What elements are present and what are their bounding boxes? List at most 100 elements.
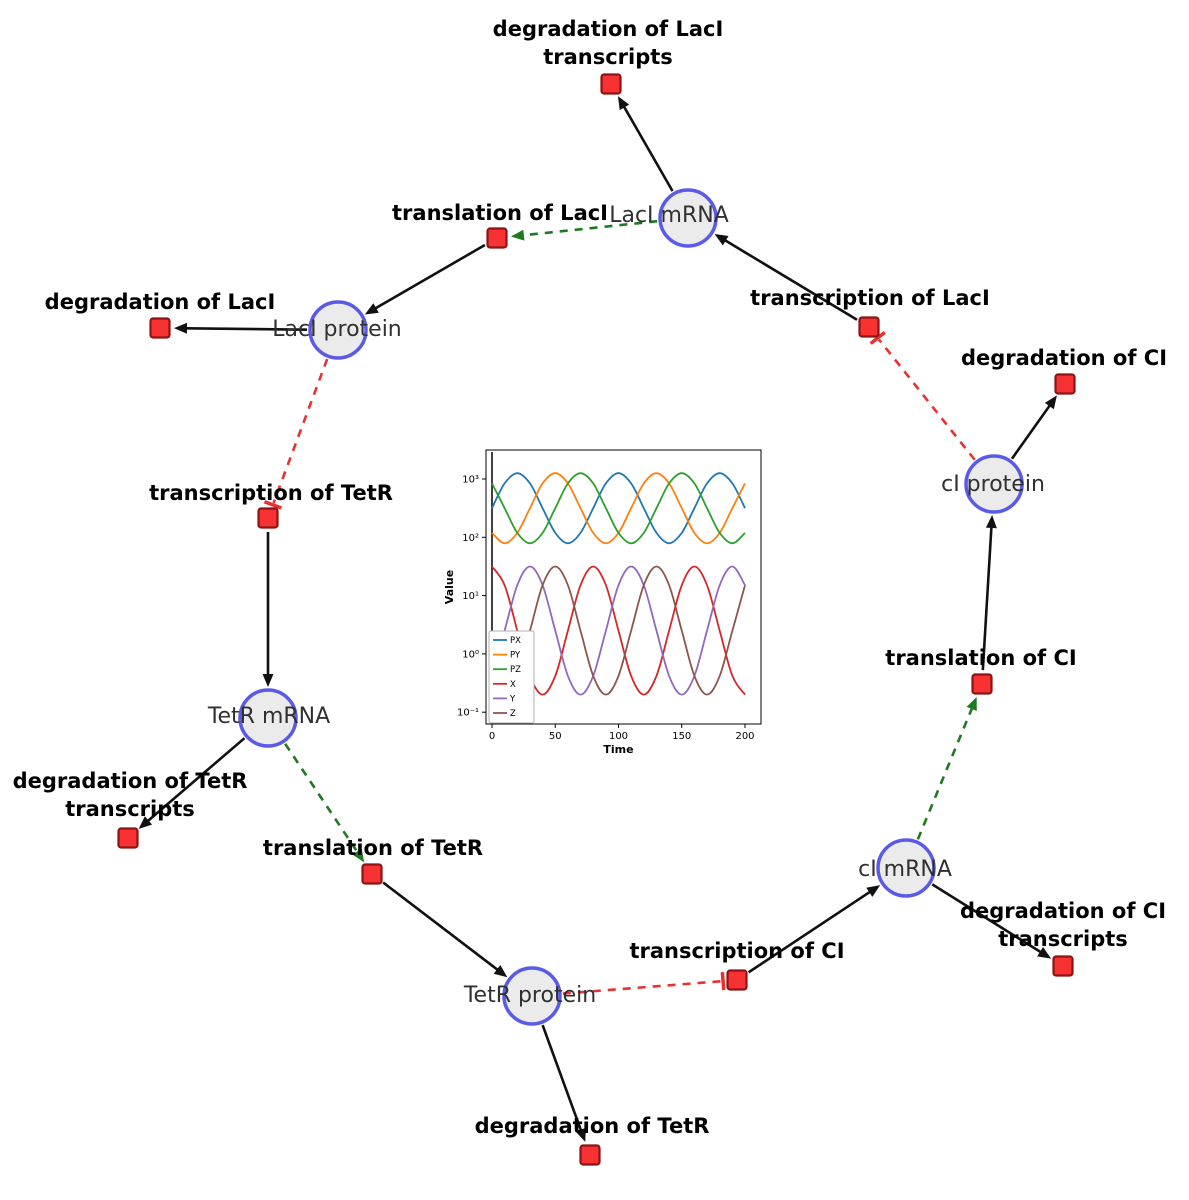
edge-tr_laci-to-LacI_mRNA-production [714,233,858,321]
edge-cI_mRNA-to-deg_ci_tx-consumption [931,883,1052,959]
reaction-node-tr_tetr [257,507,279,529]
reaction-node-tl_ci [971,673,993,695]
reaction-label-line: transcription of CI [629,939,844,963]
legend-label-PZ: PZ [510,665,521,675]
reaction-label-tl_laci: translation of LacI [392,201,608,225]
arrowhead [173,322,188,334]
inhibition-tbar [263,500,282,510]
species-node-cI_protein [964,454,1024,514]
reaction-node-deg_laci_tx [600,73,622,95]
species-label-TetR_mRNA: TetR mRNA [207,704,330,729]
reaction-node-tr_ci [726,969,748,991]
reaction-label-deg_tetr: degradation of TetR [475,1114,710,1138]
reaction-label-deg_tetr_tx: degradation of TetR transcripts [13,769,248,821]
y-tick-label: 10⁻¹ [457,708,479,719]
reaction-label-line: translation of TetR [263,836,483,860]
species-label-TetR_protein: TetR protein [463,983,596,1008]
reaction-label-line: degradation of TetR [475,1114,710,1138]
nodes-layer [117,73,1076,1166]
y-tick-label: 10³ [462,475,479,486]
reaction-label-line: transcripts [65,797,195,821]
reaction-label-line: degradation of CI [960,899,1166,923]
edge-LacI_mRNA-to-deg_laci_tx-consumption [617,96,674,192]
reaction-label-line: degradation of LacI [493,17,724,41]
edge-LacI_mRNA-to-tl_laci-modifier [510,219,658,241]
arrowhead [985,514,997,529]
arrowhead [617,96,630,111]
reaction-node-deg_laci [149,317,171,339]
arrowhead [493,964,508,978]
reaction-label-line: transcripts [998,927,1128,951]
reaction-label-deg_ci_tx: degradation of CI transcripts [960,899,1166,951]
y-tick-label: 10¹ [462,591,479,602]
reaction-node-tl_tetr [361,863,383,885]
arrowhead [1037,947,1052,959]
legend-label-Z: Z [510,709,516,719]
reaction-label-line: translation of CI [885,646,1076,670]
arrowhead [510,229,525,241]
edge-tl_tetr-to-TetR_protein-production [382,881,508,978]
species-node-TetR_mRNA [238,688,298,748]
edge-tl_laci-to-LacI_protein-production [364,243,486,315]
reaction-node-deg_ci_tx [1052,955,1074,977]
edge-TetR_mRNA-to-deg_tetr_tx-consumption [138,737,246,829]
species-node-TetR_protein [502,966,562,1026]
reaction-label-line: degradation of CI [961,346,1167,370]
y-tick-label: 10² [462,533,479,544]
legend-label-X: X [510,680,516,690]
edge-TetR_mRNA-to-tl_tetr-modifier [284,743,365,863]
edge-cI_protein-to-tr_laci-inhibition [869,330,976,461]
arrowhead [575,1127,586,1142]
reaction-label-tl_tetr: translation of TetR [263,836,483,860]
legend-label-PX: PX [510,636,521,646]
species-label-LacI_mRNA: LacI mRNA [609,203,729,228]
reaction-label-line: degradation of TetR [13,769,248,793]
species-label-cI_protein: cI protein [941,472,1045,497]
reaction-label-tr_ci: transcription of CI [629,939,844,963]
arrowhead [262,674,274,687]
species-label-LacI_protein: LacI protein [272,317,402,342]
reaction-label-line: transcription of LacI [750,286,990,310]
reaction-label-deg_laci: degradation of LacI [45,290,276,314]
arrowhead [966,696,977,712]
arrowhead [866,885,881,897]
arrowhead [364,303,379,315]
edges-layer [138,96,1057,1142]
edge-cI_protein-to-deg_ci-consumption [1010,395,1057,460]
reaction-label-line: transcripts [543,45,673,69]
legend-label-PY: PY [510,651,521,661]
reaction-label-line: transcription of TetR [149,481,393,505]
reaction-node-tl_laci [486,227,508,249]
edge-LacI_protein-to-deg_laci-consumption [173,322,308,334]
inhibition-tbar [720,971,726,991]
reaction-node-tr_laci [858,316,880,338]
reaction-label-tl_ci: translation of CI [885,646,1076,670]
y-axis-label: Value [443,570,456,604]
reaction-label-tr_laci: transcription of LacI [750,286,990,310]
x-tick-label: 200 [735,731,754,742]
species-node-cI_mRNA [876,838,936,898]
arrowhead [138,816,153,829]
reaction-label-tr_tetr: transcription of TetR [149,481,393,505]
edge-LacI_protein-to-tr_tetr-inhibition [263,358,329,510]
x-tick-label: 100 [609,731,628,742]
reaction-label-deg_laci_tx: degradation of LacI transcripts [493,17,724,69]
arrowhead [714,233,729,246]
reaction-node-deg_tetr [579,1144,601,1166]
series-line-Y [491,565,746,696]
reaction-label-deg_ci: degradation of CI [961,346,1167,370]
species-node-LacI_mRNA [658,188,718,248]
reaction-label-line: degradation of LacI [45,290,276,314]
edge-tr_ci-to-cI_mRNA-production [747,885,881,974]
reaction-node-deg_ci [1054,373,1076,395]
reaction-label-line: translation of LacI [392,201,608,225]
species-label-cI_mRNA: cI mRNA [858,857,952,882]
reaction-node-deg_tetr_tx [117,827,139,849]
series-line-PX [491,472,746,545]
series-line-PZ [491,472,746,545]
inhibition-tbar [869,330,886,345]
